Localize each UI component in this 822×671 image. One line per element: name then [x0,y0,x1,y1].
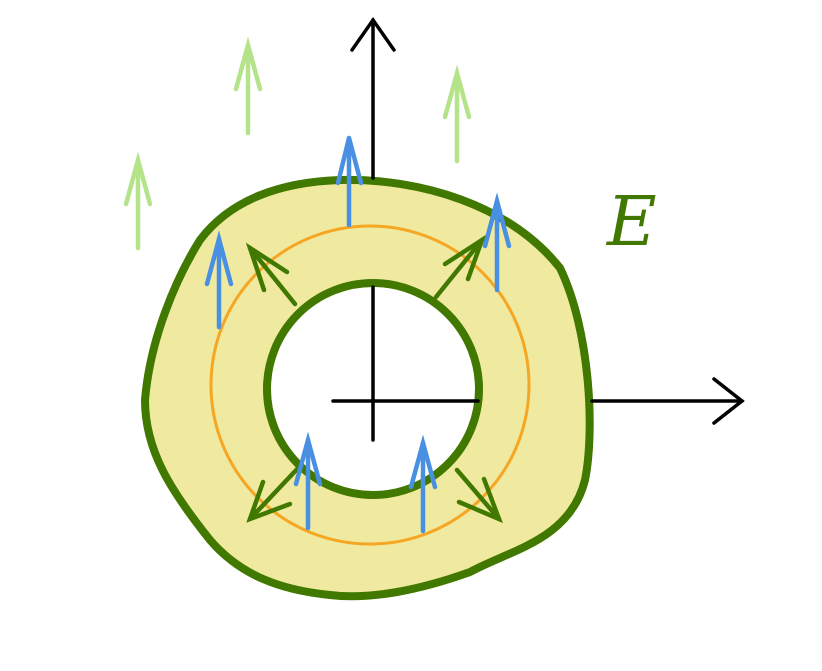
field-arrow [442,64,472,164]
field-arrows-outside [123,36,472,251]
region-label: E [605,183,657,262]
field-arrow [233,36,263,136]
x-axis-arrowhead [712,377,745,425]
field-arrow [204,230,234,330]
normal-arrow [454,467,503,524]
field-arrow [123,151,153,251]
field-arrow [408,434,438,534]
normal-arrow [433,234,487,300]
field-arrow [293,431,323,531]
outward-normals [245,234,503,524]
field-arrows-inside [204,135,512,534]
normal-arrow [246,463,303,523]
middle-circle [209,224,531,546]
axes [331,16,745,442]
field-arrow [335,135,364,228]
field-arrow [482,192,512,293]
normal-arrow [245,242,298,307]
y-axis-arrowhead [350,16,396,52]
